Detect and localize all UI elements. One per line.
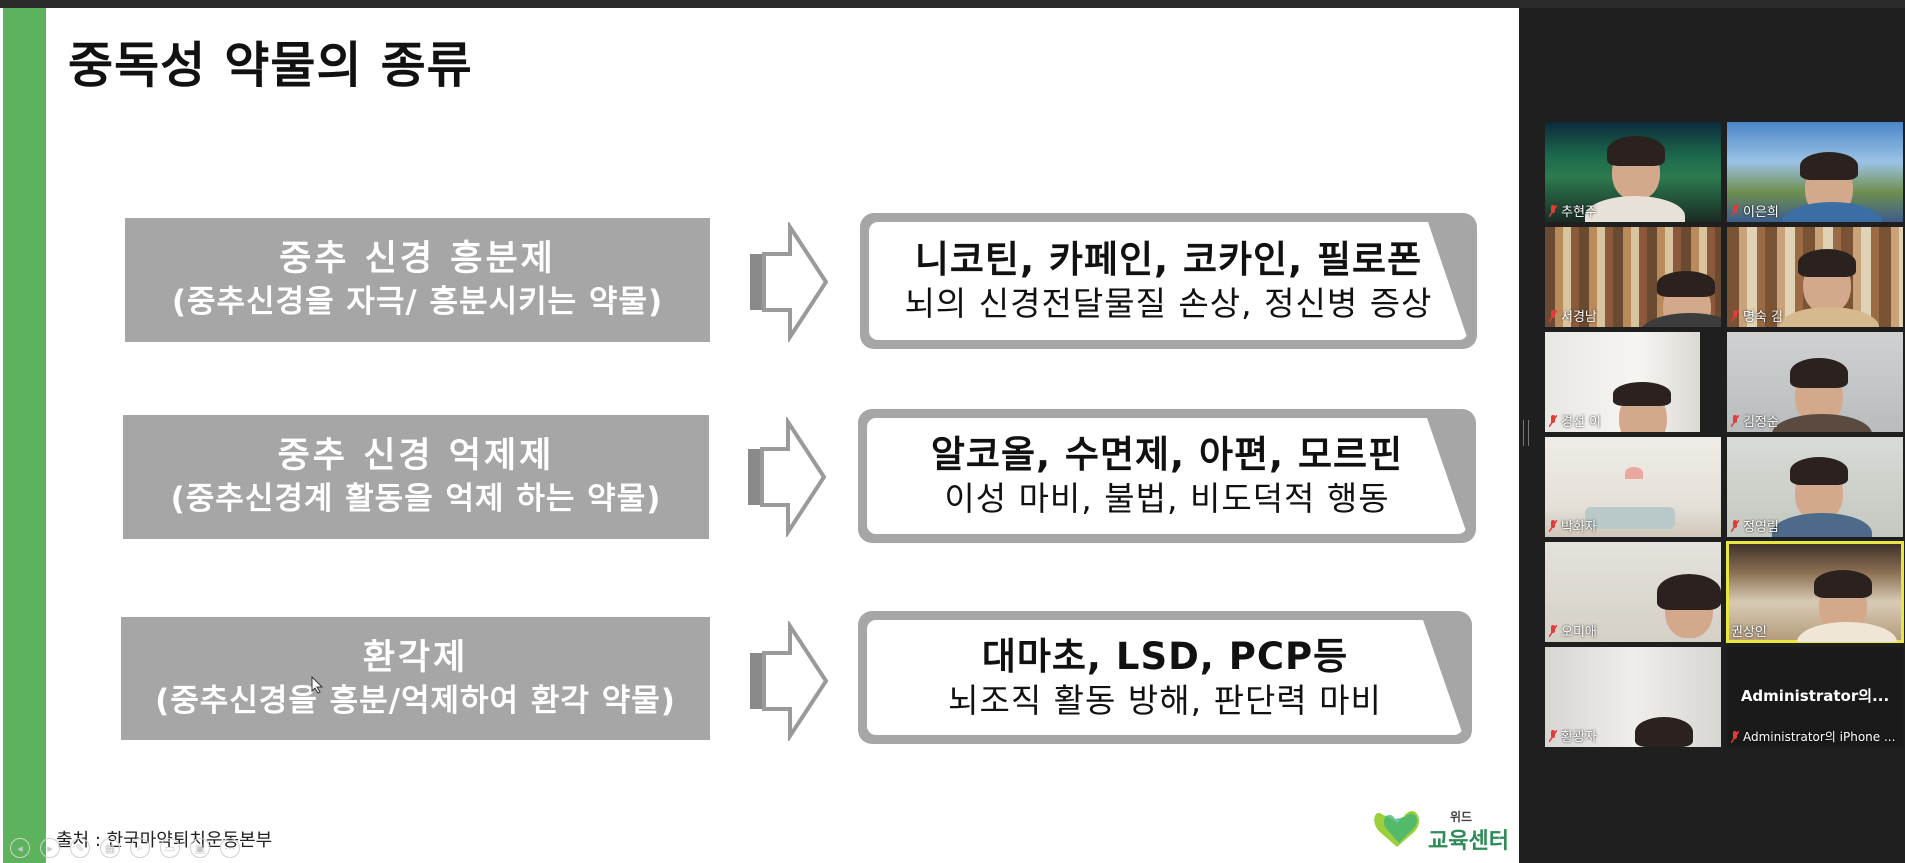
muted-mic-icon: [1549, 624, 1557, 637]
participant-tile[interactable]: 이은희: [1727, 122, 1903, 222]
category-box-depressant: 중추 신경 억제제 (중추신경계 활동을 억제 하는 약물): [123, 415, 709, 539]
participant-tile[interactable]: 정영림: [1727, 437, 1903, 537]
arrow-right-icon: [750, 222, 828, 342]
category-desc: (중추신경을 자극/ 흥분시키는 약물): [171, 284, 664, 320]
participant-name: 권상인: [1731, 625, 1767, 640]
participant-tile[interactable]: 김정순: [1727, 332, 1903, 432]
muted-mic-icon: [1731, 414, 1739, 427]
participant-name: 오미애: [1561, 625, 1597, 640]
participant-name: 명숙 김: [1743, 310, 1784, 325]
muted-mic-icon: [1549, 204, 1557, 217]
participant-tile[interactable]: 황광자: [1545, 647, 1721, 747]
participant-name: 이은희: [1743, 205, 1779, 220]
subtitles-icon[interactable]: ▭: [160, 838, 180, 858]
logo-text-small: 위드: [1450, 810, 1473, 824]
participant-name: 박화자: [1561, 520, 1597, 535]
logo-text: 교육센터: [1428, 829, 1509, 854]
muted-mic-icon: [1549, 519, 1557, 532]
participant-display-title: Administrator의...: [1740, 687, 1890, 705]
category-desc: (중추신경을 흥분/억제하여 환각 약물): [155, 682, 676, 719]
result-drugs: 니코틴, 카페인, 코카인, 필로폰: [914, 238, 1423, 281]
participant-name: 김정순: [1743, 415, 1779, 430]
result-effects: 뇌조직 활동 방해, 판단력 마비: [948, 680, 1382, 720]
result-box-stimulant: 니코틴, 카페인, 코카인, 필로폰 뇌의 신경전달물질 손상, 정신병 증상: [860, 213, 1477, 349]
result-effects: 뇌의 신경전달물질 손상, 정신병 증상: [904, 284, 1433, 323]
muted-mic-icon: [1731, 204, 1739, 217]
participant-tile[interactable]: 오미애: [1545, 542, 1721, 642]
category-box-stimulant: 중추 신경 흥분제 (중추신경을 자극/ 흥분시키는 약물): [125, 218, 710, 342]
heart-logo-icon: [1374, 811, 1420, 847]
shared-slide: 중독성 약물의 종류 중추 신경 흥분제 (중추신경을 자극/ 흥분시키는 약물…: [0, 8, 1519, 863]
pen-icon[interactable]: ✎: [70, 838, 90, 858]
category-title: 중추 신경 흥분제: [279, 239, 556, 279]
participant-name: 서경남: [1561, 310, 1597, 325]
participant-tile[interactable]: Administrator의... Administrator의 iPhone …: [1727, 647, 1903, 747]
participant-tile[interactable]: 서경남: [1545, 227, 1721, 327]
muted-mic-icon: [1549, 414, 1557, 427]
participant-name: 경선 이: [1561, 415, 1602, 430]
participant-name: 황광자: [1561, 730, 1597, 745]
participant-name: Administrator의 iPhone ...: [1743, 730, 1896, 744]
participant-name: 정영림: [1743, 520, 1779, 535]
muted-mic-icon: [1731, 309, 1739, 322]
previous-slide-icon[interactable]: ◂: [10, 838, 30, 858]
result-drugs: 대마초, LSD, PCP등: [981, 634, 1349, 678]
participant-tile-active-speaker[interactable]: 권상인: [1726, 541, 1904, 643]
slideshow-controls: ◂ ▸ ✎ ▦ ⌕ ▭ ▣ ⋯: [10, 838, 240, 858]
muted-mic-icon: [1549, 309, 1557, 322]
participant-tile[interactable]: 명숙 김: [1727, 227, 1903, 327]
participant-name: 추현주: [1561, 205, 1597, 220]
category-title: 환각제: [362, 637, 469, 678]
participant-tile[interactable]: 경선 이: [1545, 332, 1700, 432]
slides-grid-icon[interactable]: ▦: [100, 838, 120, 858]
zoom-icon[interactable]: ⌕: [130, 838, 150, 858]
slide-title: 중독성 약물의 종류: [68, 37, 473, 94]
result-effects: 이성 마비, 불법, 비도덕적 행동: [944, 479, 1390, 518]
slide-accent-stripe: [3, 8, 46, 863]
mouse-cursor-icon: [311, 676, 323, 694]
camera-icon[interactable]: ▣: [190, 838, 210, 858]
panel-resize-handle[interactable]: [1523, 420, 1529, 446]
result-box-depressant: 알코올, 수면제, 아편, 모르핀 이성 마비, 불법, 비도덕적 행동: [858, 409, 1476, 543]
muted-mic-icon: [1549, 729, 1557, 742]
participant-tile[interactable]: 박화자: [1545, 437, 1721, 537]
category-box-hallucinogen: 환각제 (중추신경을 흥분/억제하여 환각 약물): [121, 617, 710, 740]
category-title: 중추 신경 억제제: [277, 436, 555, 476]
more-options-icon[interactable]: ⋯: [220, 838, 240, 858]
result-drugs: 알코올, 수면제, 아편, 모르핀: [930, 433, 1404, 476]
category-desc: (중추신경계 활동을 억제 하는 약물): [170, 481, 662, 517]
arrow-right-icon: [748, 417, 826, 537]
participant-tile[interactable]: 추현주: [1545, 122, 1721, 222]
next-slide-icon[interactable]: ▸: [40, 838, 60, 858]
arrow-right-icon: [750, 621, 828, 741]
muted-mic-icon: [1731, 730, 1739, 743]
muted-mic-icon: [1731, 519, 1739, 532]
result-box-hallucinogen: 대마초, LSD, PCP등 뇌조직 활동 방해, 판단력 마비: [858, 611, 1472, 744]
top-bar: [0, 0, 1905, 8]
